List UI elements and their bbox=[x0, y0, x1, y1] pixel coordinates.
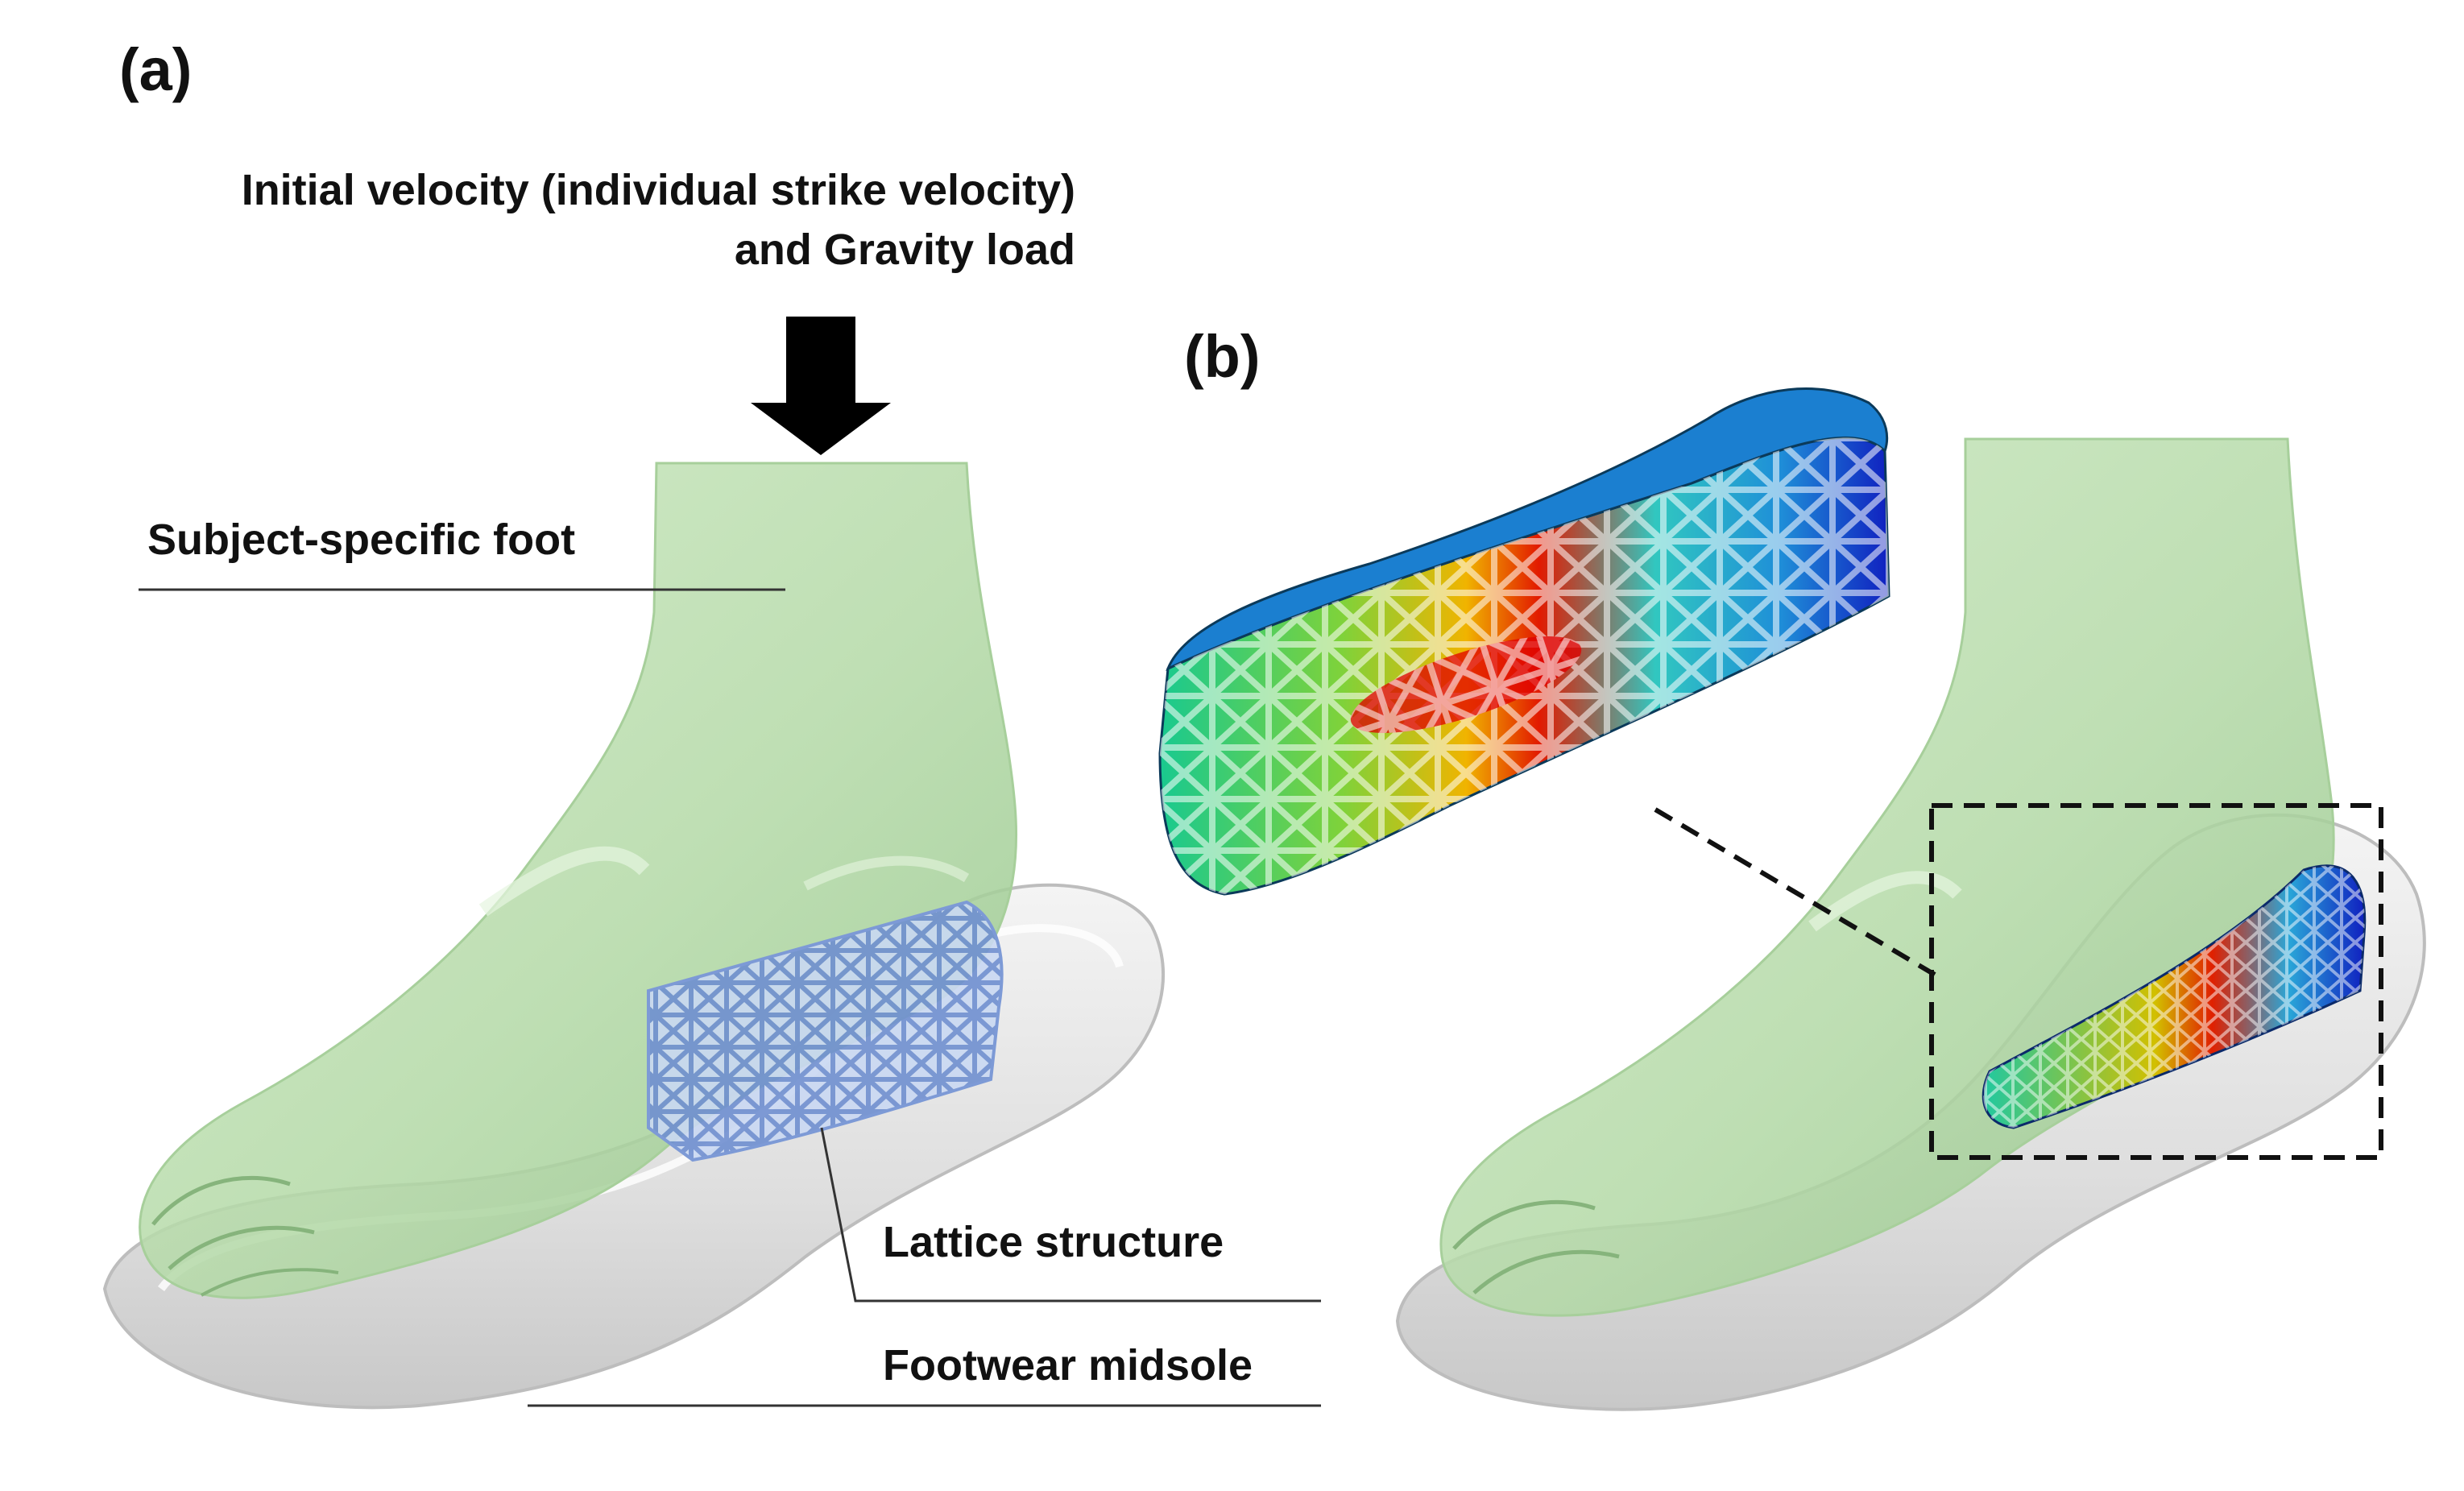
stress-contour-lattice-small bbox=[1982, 864, 2367, 1129]
subject-specific-foot-a bbox=[139, 462, 1017, 1299]
arrow-down-icon bbox=[751, 317, 891, 455]
lattice-grid-icon bbox=[647, 900, 1004, 1162]
zoom-connector-line bbox=[1654, 807, 1936, 977]
panel-b-label: (b) bbox=[1184, 323, 1261, 390]
callout-foot: Subject-specific foot bbox=[147, 516, 575, 564]
load-label-line1: Initial velocity (individual strike velo… bbox=[242, 166, 1075, 214]
callout-midsole: Footwear midsole bbox=[883, 1341, 1253, 1390]
subject-specific-foot-b bbox=[1439, 437, 2335, 1317]
load-label-line2: and Gravity load bbox=[735, 226, 1075, 274]
panel-a: (a) Initial velocity (individual strike … bbox=[102, 36, 1321, 1410]
dashed-zoom-box-icon bbox=[1929, 803, 2383, 1160]
panel-a-label: (a) bbox=[119, 36, 192, 103]
stress-contour-lattice-icon bbox=[1158, 387, 1890, 896]
callout-lattice: Lattice structure bbox=[883, 1218, 1224, 1266]
lattice-callout-line bbox=[820, 1127, 1321, 1303]
panel-b: (b) bbox=[1158, 323, 2426, 1411]
